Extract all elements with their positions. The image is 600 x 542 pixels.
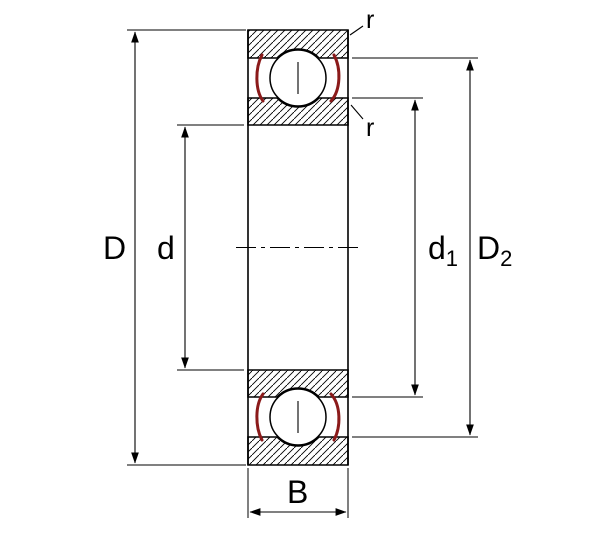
top-section <box>247 29 349 126</box>
label-inner-shoulder-diameter: d1 <box>428 230 458 271</box>
dimension-lines <box>131 25 474 516</box>
dimension-labels: D d d1 D2 r r B <box>103 6 512 510</box>
inner-ring-top-section <box>247 97 349 126</box>
outer-ring-top-section <box>247 29 349 59</box>
extension-lines <box>127 29 478 518</box>
bottom-section <box>247 369 349 466</box>
label-width: B <box>287 474 308 510</box>
label-radius-top: r <box>366 6 374 34</box>
inner-ring-bottom-section <box>247 369 349 398</box>
bearing-body <box>236 29 360 466</box>
label-outer-shoulder-subscript: 2 <box>500 246 512 271</box>
label-outer-shoulder-base: D <box>477 230 500 266</box>
label-bore-diameter: d <box>157 230 175 266</box>
label-outer-shoulder-diameter: D2 <box>477 230 512 271</box>
seal-bottom-right <box>329 392 341 442</box>
label-outer-diameter: D <box>103 230 126 266</box>
seal-top-left <box>255 53 265 103</box>
outer-ring-bottom-section <box>247 436 349 466</box>
label-radius-inner: r <box>366 114 374 142</box>
leader-line-radius-inner <box>350 104 364 120</box>
label-inner-shoulder-subscript: 1 <box>446 246 458 271</box>
seal-top-right <box>329 53 341 103</box>
leader-line-radius-top <box>349 25 364 36</box>
label-inner-shoulder-base: d <box>428 230 446 266</box>
seal-bottom-left <box>255 392 265 442</box>
